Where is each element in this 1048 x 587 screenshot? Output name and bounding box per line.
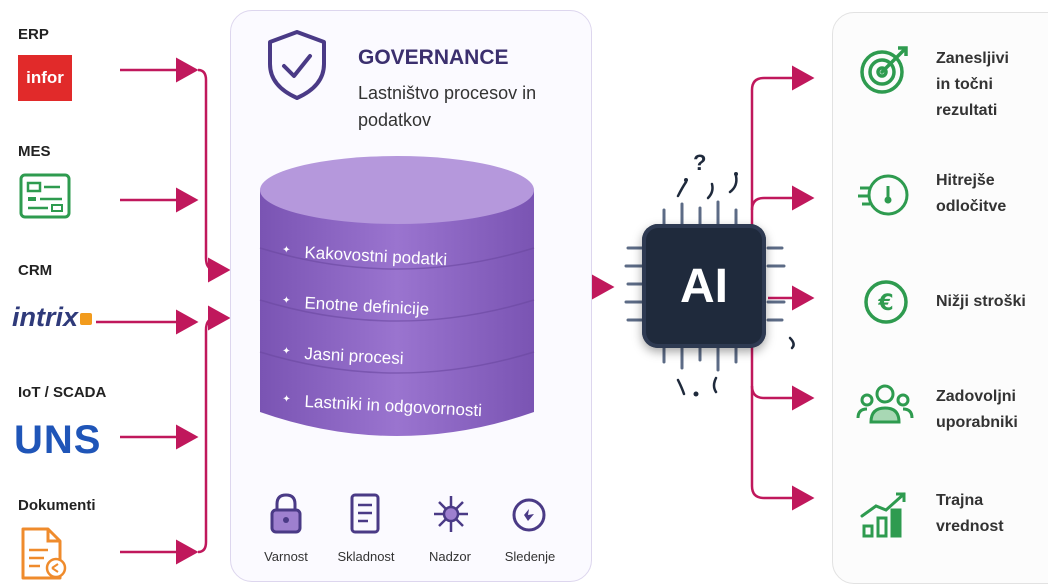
outcome-label: Zanesljivi in točni rezultati [936,50,1009,119]
governance-title: GOVERNANCE [358,46,509,69]
mes-icon [19,173,71,219]
outcome-label: Nižji stroški [936,293,1026,310]
document-share-icon [21,527,67,580]
governance-bottom-label: Sledenje [504,549,556,564]
document-icon [350,493,380,534]
governance-bottom-label: Varnost [264,549,308,564]
ai-chip-label: AI [680,259,728,313]
timer-icon [858,174,909,216]
intrix-logo-dot [80,312,93,325]
governance-bottom-label: Skladnost [337,549,395,564]
source-label-mes: MES [18,143,51,160]
infor-logo: infor [18,55,72,101]
source-label-erp: ERP [18,26,49,43]
svg-text:€: € [877,291,893,316]
outcome-label: Hitrejše odločitve [936,172,1007,215]
outcome-label: Zadovoljni uporabniki [936,388,1018,431]
chip-pins [624,172,795,397]
growth-chart-icon [860,492,906,538]
target-icon [860,46,908,94]
source-label-crm: CRM [18,262,53,279]
intrix-logo-text: intrix [12,302,79,332]
tracking-icon [512,498,546,532]
question-mark: ? [693,150,707,175]
outcome-label: Trajna vrednost [936,492,1004,535]
users-icon [856,384,914,424]
intrix-logo: intrix [12,302,93,333]
uns-logo: UNS [14,418,102,462]
source-label-iot: IoT / SCADA [18,384,107,401]
lock-icon [270,493,302,534]
governance-subtitle: Lastništvo procesov in podatkov [358,83,537,130]
shield-check-icon [268,30,326,100]
euro-icon: € [864,280,908,324]
source-label-dokumenti: Dokumenti [18,497,96,514]
network-icon [434,496,468,532]
governance-bottom-label: Nadzor [429,549,471,564]
ai-chip [642,224,766,348]
